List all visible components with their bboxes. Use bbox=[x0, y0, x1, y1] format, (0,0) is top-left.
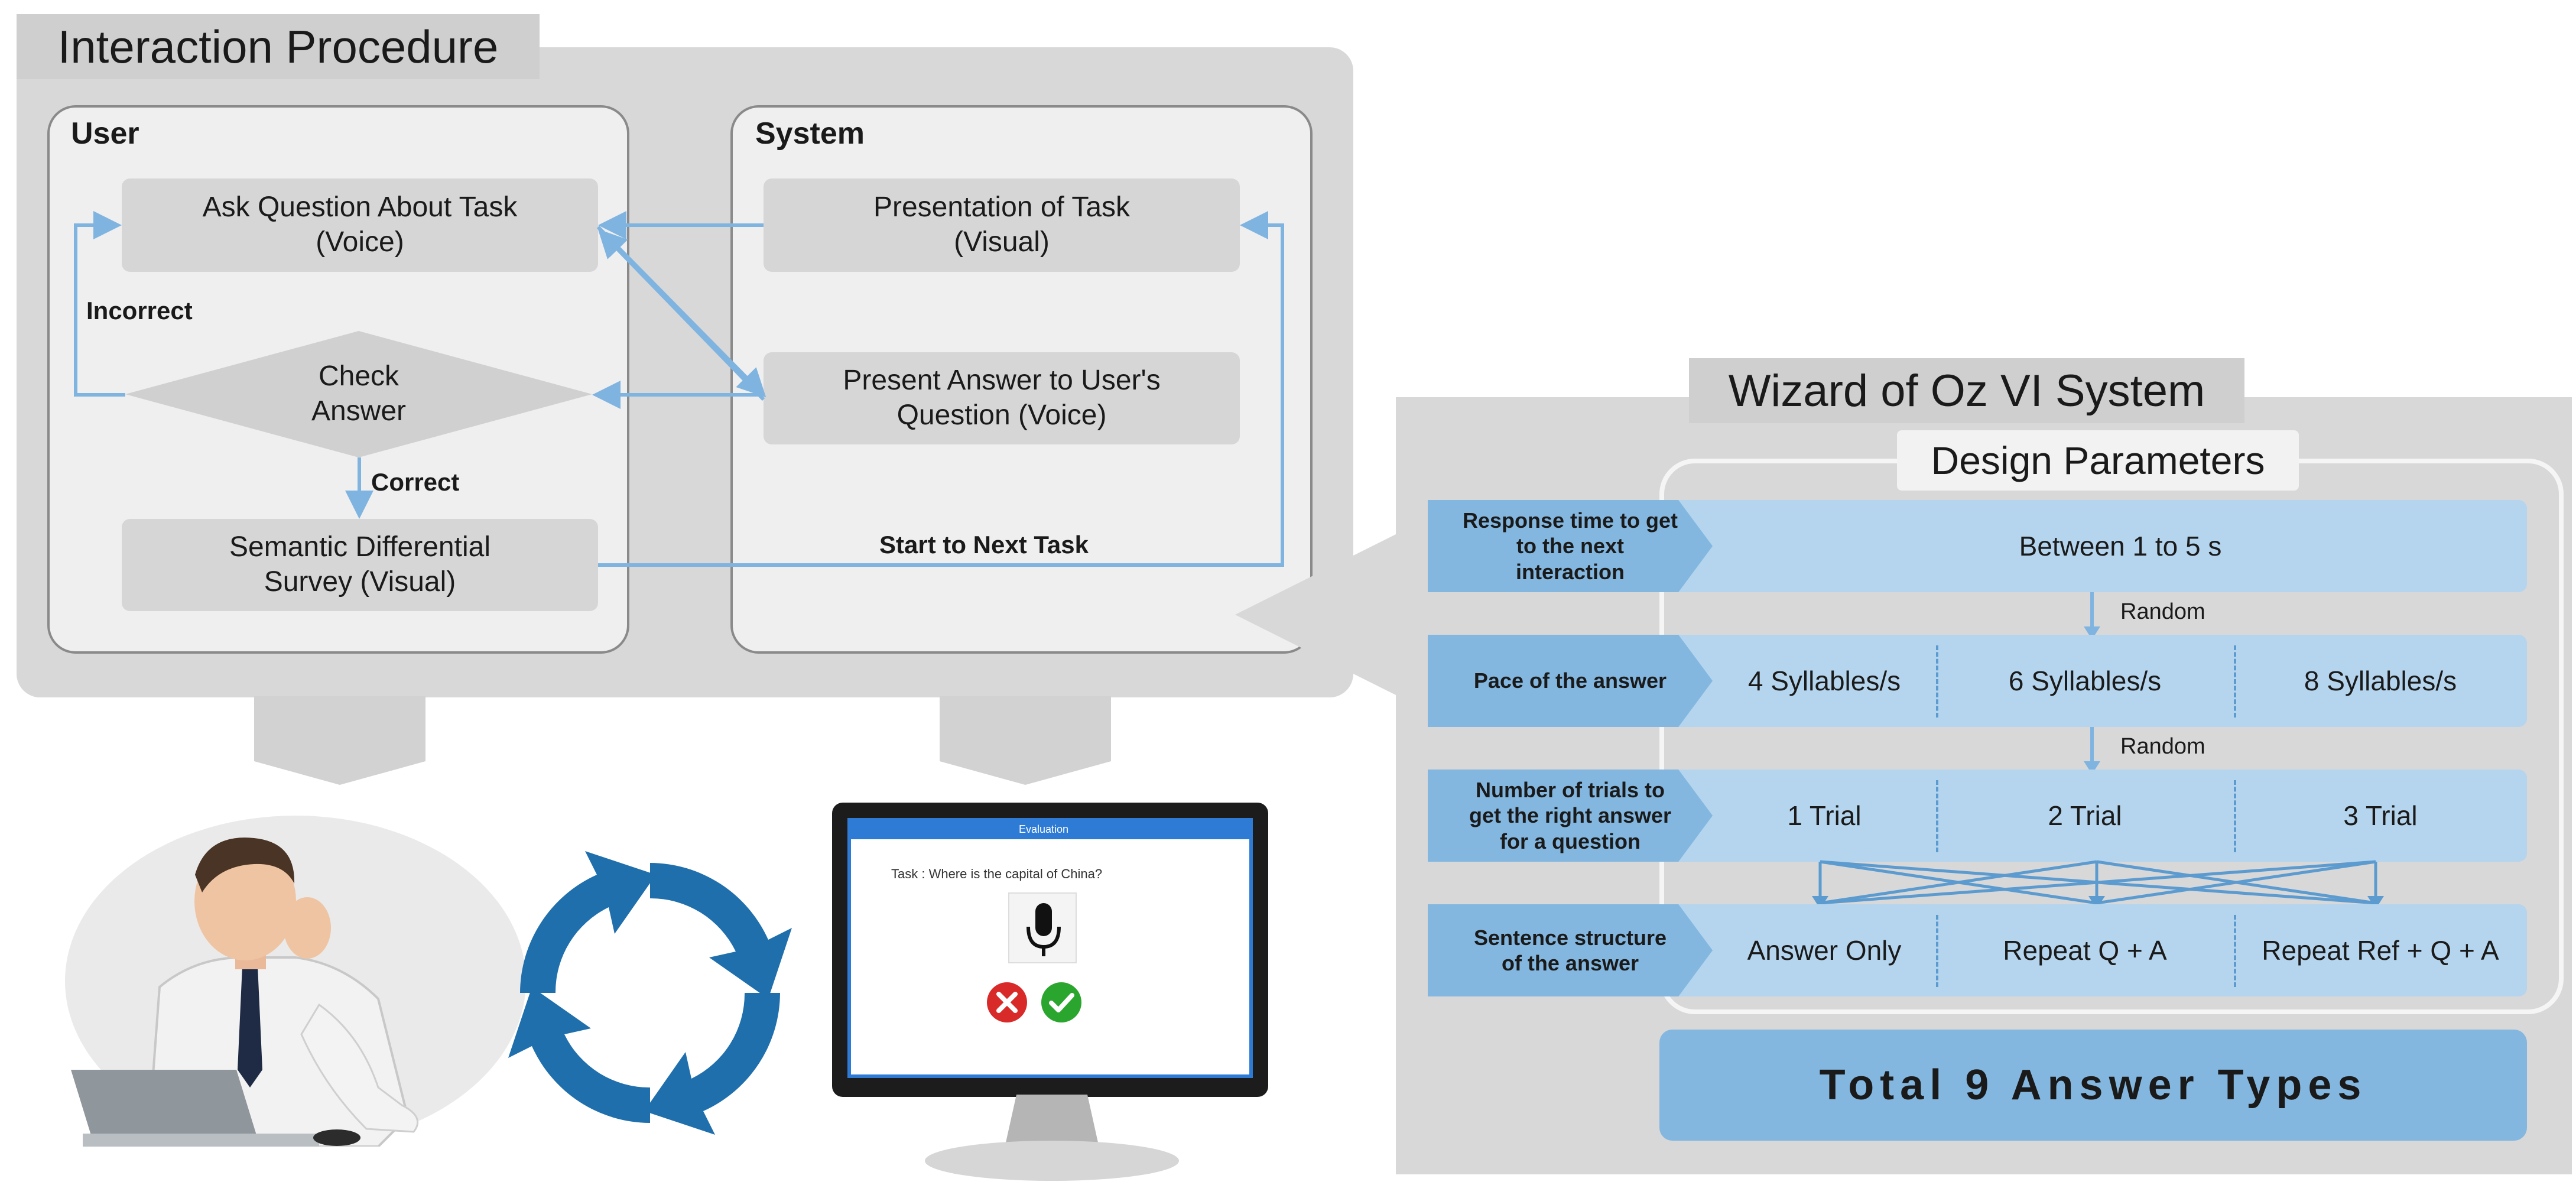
ask-question-line1: Ask Question About Task bbox=[202, 191, 518, 223]
label-line: to the next bbox=[1516, 534, 1624, 559]
present-answer-line1: Present Answer to User's bbox=[843, 365, 1161, 397]
trial-divider-2 bbox=[2234, 780, 2236, 852]
check-answer-line2: Answer bbox=[311, 395, 407, 427]
window-titlebar bbox=[851, 822, 1249, 839]
present-answer-line2: Question (Voice) bbox=[896, 400, 1107, 431]
task-text: Task : Where is the capital of China? bbox=[891, 866, 1103, 881]
pace-divider-1 bbox=[1936, 645, 1938, 718]
correct-check-icon bbox=[1041, 982, 1081, 1022]
label-line: Number of trials to bbox=[1475, 778, 1665, 803]
correct-button[interactable] bbox=[1040, 981, 1083, 1024]
ask-question-box: Ask Question About Task(Voice) bbox=[122, 178, 598, 272]
wizard-pointer bbox=[1235, 532, 1401, 697]
wizard-title: Wizard of Oz VI System bbox=[1689, 358, 2244, 423]
flow-arrows bbox=[74, 211, 1284, 567]
trial-divider-1 bbox=[1936, 780, 1938, 852]
trial-cell-3: 3 Trial bbox=[2343, 800, 2418, 831]
design-parameters-title: Design Parameters bbox=[1897, 430, 2299, 491]
param-cell-response-time: Between 1 to 5 s bbox=[2019, 531, 2222, 561]
correct-label: Correct bbox=[371, 468, 460, 496]
structure-divider-1 bbox=[1936, 915, 1938, 987]
survey-line2: Survey (Visual) bbox=[264, 566, 456, 598]
structure-cell-3: Repeat Ref + Q + A bbox=[2262, 935, 2499, 966]
label-line: Pace of the answer bbox=[1473, 668, 1667, 693]
param-label-trials: Number of trials to get the right answer… bbox=[1428, 770, 1713, 862]
param-label-response-time: Response time to get to the next interac… bbox=[1428, 500, 1713, 592]
monitor-stand bbox=[925, 1095, 1179, 1181]
down-arrow-user bbox=[254, 696, 425, 785]
system-lane-title: System bbox=[755, 116, 865, 151]
label-line: Sentence structure bbox=[1473, 925, 1667, 950]
microphone-icon bbox=[1026, 903, 1061, 956]
ask-question-line2: (Voice) bbox=[316, 226, 404, 258]
trial-cell-2: 2 Trial bbox=[2048, 800, 2122, 831]
check-answer-line1: Check bbox=[318, 361, 399, 392]
label-line: of the answer bbox=[1501, 951, 1639, 975]
random-arrow-2 bbox=[2084, 727, 2100, 774]
user-lane-title: User bbox=[71, 116, 139, 151]
interaction-procedure-title: Interaction Procedure bbox=[17, 14, 540, 79]
trial-cell-1: 1 Trial bbox=[1787, 800, 1862, 831]
param-label-structure: Sentence structure of the answer bbox=[1428, 904, 1713, 996]
pace-cell-3: 8 Syllables/s bbox=[2304, 665, 2457, 696]
cycle-arrows-icon bbox=[508, 851, 792, 1135]
label-line: get the right answer bbox=[1469, 803, 1672, 828]
structure-divider-2 bbox=[2234, 915, 2236, 987]
survey-line1: Semantic Differential bbox=[229, 531, 490, 563]
param-label-pace: Pace of the answer bbox=[1428, 635, 1713, 727]
microphone-button[interactable] bbox=[1008, 892, 1077, 963]
next-task-label: Start to Next Task bbox=[879, 531, 1089, 559]
pace-divider-2 bbox=[2234, 645, 2236, 718]
presentation-task-box: Presentation of Task(Visual) bbox=[764, 178, 1240, 272]
pace-cell-1: 4 Syllables/s bbox=[1747, 665, 1901, 696]
label-line: Response time to get bbox=[1462, 508, 1678, 533]
structure-cell-1: Answer Only bbox=[1747, 935, 1902, 966]
presentation-line2: (Visual) bbox=[954, 226, 1050, 258]
label-line: for a question bbox=[1499, 829, 1641, 853]
random-label-2: Random bbox=[2120, 734, 2205, 759]
person-at-laptop-icon bbox=[65, 816, 526, 1147]
window-title: Evaluation bbox=[1019, 823, 1069, 835]
trial-to-structure-arrows bbox=[1812, 860, 2384, 909]
check-answer-diamond bbox=[125, 331, 592, 457]
pace-cell-2: 6 Syllables/s bbox=[2008, 665, 2162, 696]
presentation-line1: Presentation of Task bbox=[873, 191, 1131, 223]
total-answer-types: Total 9 Answer Types bbox=[1659, 1030, 2527, 1141]
label-line: interaction bbox=[1515, 559, 1625, 584]
wrong-x-icon bbox=[987, 982, 1027, 1022]
incorrect-label: Incorrect bbox=[86, 297, 193, 324]
random-arrow-1 bbox=[2084, 592, 2100, 639]
down-arrow-system bbox=[940, 696, 1111, 785]
structure-cell-2: Repeat Q + A bbox=[2003, 935, 2167, 966]
random-label-1: Random bbox=[2120, 599, 2205, 624]
wrong-button[interactable] bbox=[986, 981, 1028, 1024]
